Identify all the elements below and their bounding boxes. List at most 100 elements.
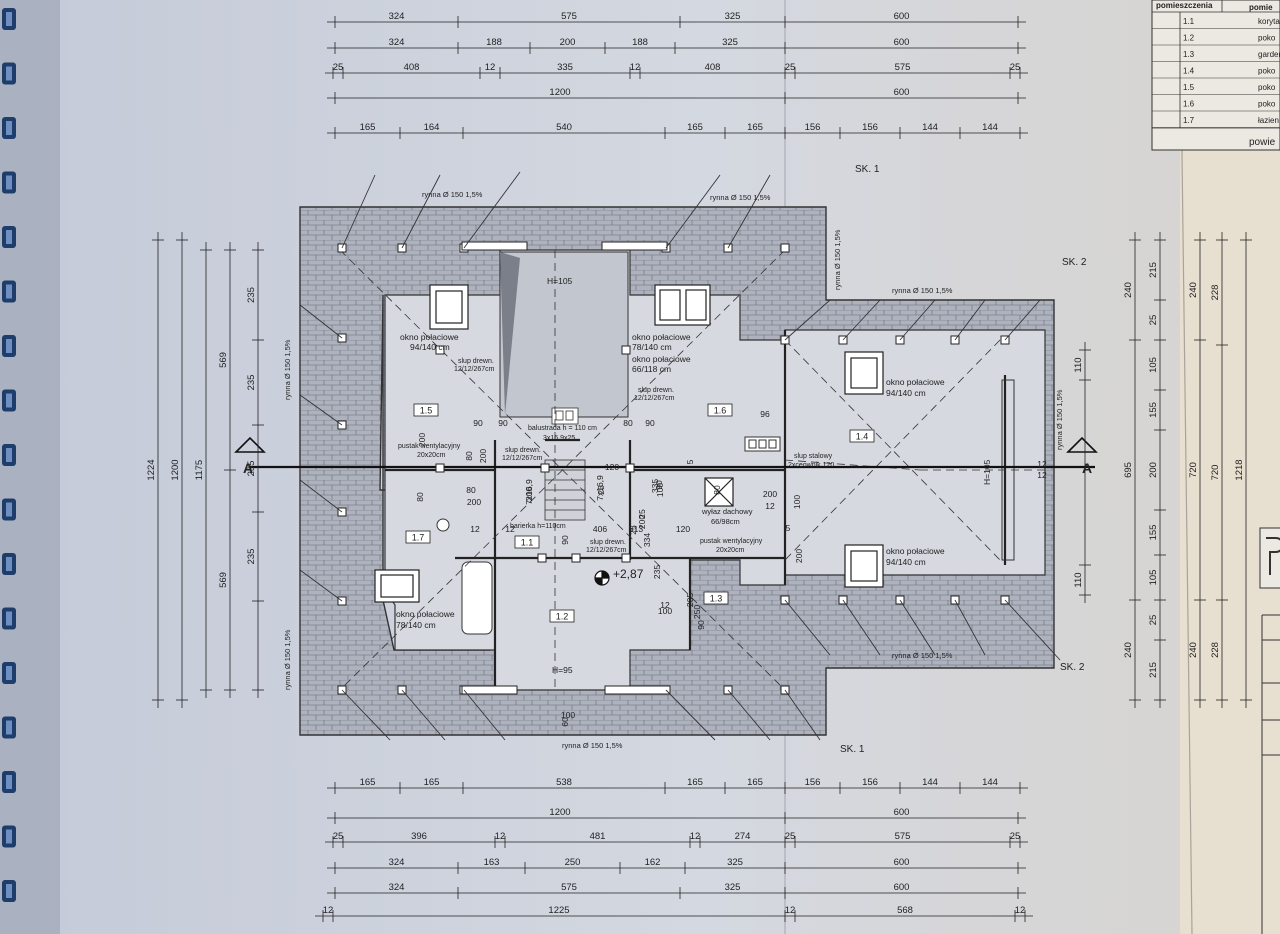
inner-dimension: 25 [637, 509, 647, 519]
right-page [1180, 0, 1280, 934]
inner-dimension: 90 [473, 418, 483, 428]
dimension-value-top-r5: 165 [687, 122, 703, 133]
balustrada-steps: 3x16,9x25 [543, 435, 575, 442]
inner-dimension: 200 [524, 487, 534, 501]
room-table-footer: powie [1249, 137, 1276, 148]
binding-ring-hole [6, 284, 12, 299]
barierka-label: barierka h=110cm [510, 523, 566, 530]
height-105-right: H=105 [982, 459, 992, 485]
slup-size-2: 12/12/267cm [634, 395, 675, 402]
room-tag-box [405, 530, 431, 544]
rynna-right-vert-1: rynna Ø 150 1,5% [833, 229, 842, 290]
okno-size-17: 78/140 cm [396, 620, 436, 630]
room-tag-box [549, 609, 575, 623]
dimension-value-bottom-r4: 324 [389, 857, 405, 868]
inner-dimension: 5 [685, 459, 695, 464]
dimension-value-bottom-total: 1200 [549, 807, 570, 818]
table-row-number: 1.6 [1183, 100, 1195, 109]
dimension-value-bottom-r4: 162 [645, 857, 661, 868]
inner-dimension: 12 [1037, 470, 1047, 480]
dimension-value-right-b: 215 [1148, 262, 1159, 278]
rafter-line [665, 174, 721, 249]
dimension-value-left-outer2: 1200 [170, 459, 181, 480]
dimension-value-bottom-r3: 396 [411, 831, 427, 842]
dimension-value-right-d: 228 [1210, 285, 1221, 301]
room-tag-box [703, 591, 729, 605]
dimension-value-bottom-r5: 324 [389, 882, 405, 893]
dimension-value-top-total: 1200 [549, 87, 570, 98]
dimension-value-bottom-r3: 25 [785, 831, 796, 842]
dimension-value-bottom-r3: 12 [690, 831, 701, 842]
binding-ring-hole [6, 502, 12, 517]
okno-label-17: okno połaciowe [396, 609, 455, 619]
rynna-left-2: rynna Ø 150 1,5% [283, 629, 292, 690]
rynna-right-top: rynna Ø 150 1,5% [892, 286, 953, 295]
rafter-line [341, 689, 391, 741]
room-tag-1.1: 1.1 [521, 538, 534, 548]
inner-dimension: 200 [763, 489, 777, 499]
dimension-value-top-r5: 144 [922, 122, 938, 133]
okno-label-14b: okno połaciowe [886, 546, 945, 556]
dimension-value-right-f: 110 [1073, 572, 1084, 587]
inner-dimension: 80 [466, 485, 476, 495]
table-row-name: poko [1258, 83, 1276, 92]
dimension-value-right-c: 240 [1188, 282, 1199, 298]
rynna-left-1: rynna Ø 150 1,5% [283, 339, 292, 400]
post-marker [540, 463, 550, 473]
dimension-value-bottom-r1: 144 [922, 777, 938, 788]
annotations: okno połaciowe 94/140 cm okno połaciowe … [396, 190, 953, 750]
rafter-line [299, 304, 343, 339]
rynna-right-bottom: rynna Ø 150 1,5% [892, 651, 953, 660]
dimension-value-right-b: 105 [1148, 570, 1159, 586]
dimension-value-left-seg: 235 [246, 287, 257, 303]
dimension-value-right-a: 240 [1123, 282, 1134, 298]
dimension-value-top-r5: 156 [862, 122, 878, 133]
binding-ring-hole [6, 12, 12, 26]
dimension-value-left-outer: 1224 [146, 459, 157, 480]
section-label-sk1-top: SK. 1 [855, 164, 880, 175]
dimension-value-top-r3: 408 [404, 62, 420, 73]
pustak-size-1: 20x20cm [417, 452, 446, 459]
post-marker [435, 345, 445, 355]
dimension-value-right-b: 215 [1148, 662, 1159, 678]
wylaz-label: wyłaz dachowy [701, 507, 753, 516]
rafter-line [784, 689, 821, 741]
dimension-value-bottom-r3: 25 [333, 831, 344, 842]
rafter-line [299, 569, 343, 602]
dimension-value-top-r5: 165 [747, 122, 763, 133]
dimension-value-bottom-r6: 12 [323, 905, 334, 916]
dimension-value-bottom-r4: 163 [484, 857, 500, 868]
post-marker [621, 553, 631, 563]
room-tag-box [413, 403, 439, 417]
height-95-bottom: H=95 [552, 665, 573, 675]
dimension-value-right-b: 25 [1148, 615, 1159, 626]
table-row-name: poko [1258, 100, 1276, 109]
slup-label-2: slup drewn. [638, 387, 674, 394]
binding-ring-hole [6, 121, 12, 135]
room-tag-box [514, 535, 540, 549]
dimension-value-right-b: 25 [1148, 315, 1159, 326]
gutter-bar [604, 685, 671, 695]
rafter-line [899, 299, 936, 341]
post-marker [435, 463, 445, 473]
okno-size-66: 66/118 cm [632, 364, 671, 374]
dimension-value-top-total: 600 [894, 87, 910, 98]
inner-dimension: 205 [685, 593, 695, 607]
rafter-line [299, 394, 343, 426]
wylaz-size: 66/98cm [711, 517, 740, 526]
inner-dimension: 12 [1037, 459, 1047, 469]
dimension-value-right-c: 240 [1188, 642, 1199, 658]
rafter-line [1004, 299, 1041, 341]
table-row-name: poko [1258, 34, 1276, 43]
dimension-value-bottom-r6: 12 [1015, 905, 1026, 916]
table-row-name: poko [1258, 67, 1276, 76]
dimension-value-left-seg: 235 [246, 375, 257, 391]
binding-ring-hole [6, 884, 12, 898]
rotated-annotations: rynna Ø 150 1,5% rynna Ø 150 1,5% rynna … [283, 229, 1064, 690]
rafter-line [784, 599, 831, 656]
table-row-name: koryta [1258, 17, 1280, 26]
post-marker [621, 345, 631, 355]
table-row-number: 1.1 [1183, 17, 1195, 26]
